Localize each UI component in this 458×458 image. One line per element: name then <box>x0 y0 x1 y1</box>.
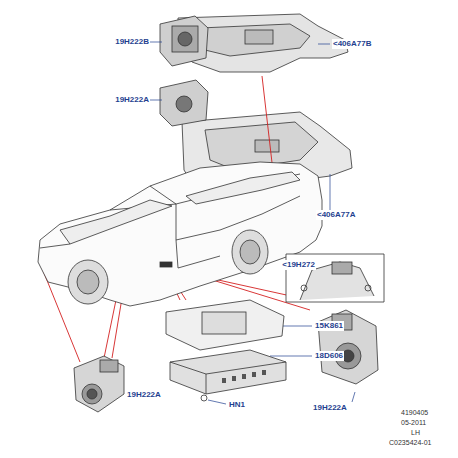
callout-number: <406A77B <box>332 39 372 49</box>
drawing-note: C0235424-01 <box>388 438 432 447</box>
callout-number: 18D606 <box>314 351 344 361</box>
callout-number: 19H222A <box>114 95 150 105</box>
callout-number: 19H222B <box>114 37 150 47</box>
callout-number: <19H272 <box>281 260 316 270</box>
callout-number: <406A77A <box>316 210 356 220</box>
callout-number: HN1 <box>228 400 246 410</box>
callout-number: 19H222A <box>126 390 162 400</box>
drawing-note: LH <box>410 428 421 437</box>
drawing-note: 05-2011 <box>400 418 427 427</box>
drawing-note: 4190405 <box>400 408 429 417</box>
callout-number: 19H222A <box>312 403 348 413</box>
callout-number: 15K861 <box>314 321 344 331</box>
